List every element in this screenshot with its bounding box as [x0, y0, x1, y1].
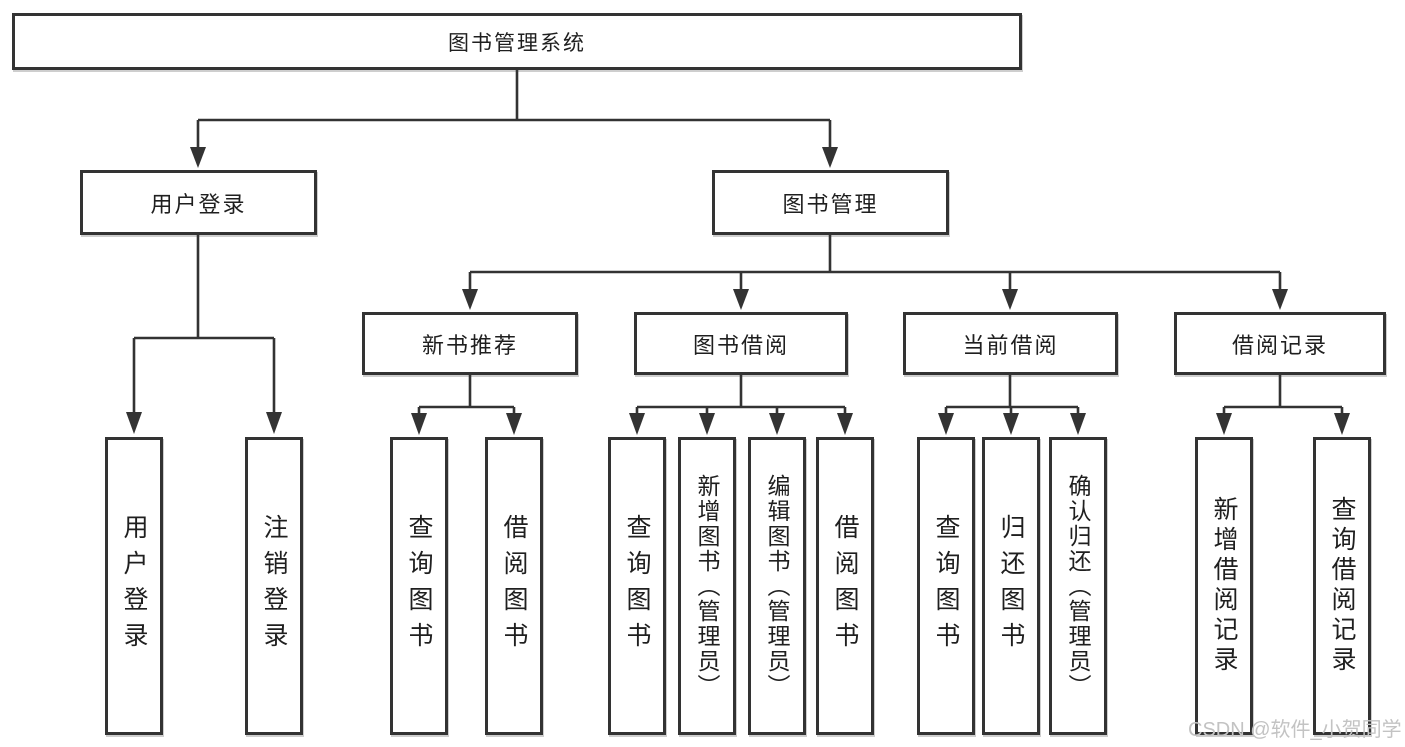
node-label: 查询图书: [623, 514, 651, 658]
connector-root: [196, 70, 832, 150]
node-label: 借阅图书: [831, 514, 859, 658]
node-label: 图书借阅: [692, 332, 789, 358]
leaf-edit-book-admin: 编辑图书（管理员）: [748, 437, 806, 735]
node-label: 新增图书（管理员）: [694, 473, 720, 699]
node-label: 归还图书: [997, 514, 1025, 658]
node-label: 借阅记录: [1231, 332, 1328, 358]
connector-current-borrow: [944, 375, 1080, 416]
connector-borrow-records: [1222, 375, 1344, 416]
node-system-root: 图书管理系统: [12, 13, 1022, 70]
node-label: 查询图书: [405, 514, 433, 658]
node-label: 图书管理: [782, 191, 879, 217]
node-book-borrow: 图书借阅: [634, 312, 848, 375]
watermark: CSDN @软件_小贺同学: [1188, 719, 1402, 741]
connector-book-management: [468, 235, 1282, 292]
node-book-management: 图书管理: [712, 170, 949, 235]
leaf-borrow-book-2: 借阅图书: [816, 437, 874, 735]
node-label: 图书管理系统: [448, 31, 586, 55]
leaf-return-book: 归还图书: [982, 437, 1040, 735]
node-label: 用户登录: [150, 191, 247, 217]
leaf-logout: 注销登录: [245, 437, 303, 735]
leaf-user-login: 用户登录: [105, 437, 163, 735]
leaf-query-book-1: 查询图书: [390, 437, 448, 735]
node-current-borrow: 当前借阅: [903, 312, 1118, 375]
node-label: 注销登录: [260, 514, 288, 658]
node-borrow-records: 借阅记录: [1174, 312, 1386, 375]
node-user-login: 用户登录: [80, 170, 317, 235]
connector-new-book: [417, 375, 516, 416]
node-label: 查询图书: [932, 514, 960, 658]
leaf-query-book-3: 查询图书: [917, 437, 975, 735]
leaf-query-borrow-record: 查询借阅记录: [1313, 437, 1371, 735]
node-label: 确认归还（管理员）: [1065, 473, 1091, 699]
leaf-add-book-admin: 新增图书（管理员）: [678, 437, 736, 735]
leaf-borrow-book-1: 借阅图书: [485, 437, 543, 735]
node-label: 新书推荐: [421, 332, 518, 358]
node-label: 查询借阅记录: [1328, 496, 1356, 676]
connector-book-borrow: [635, 375, 847, 416]
arrowheads: [126, 147, 1350, 435]
node-new-book-recommend: 新书推荐: [362, 312, 578, 375]
leaf-add-borrow-record: 新增借阅记录: [1195, 437, 1253, 735]
leaf-confirm-return-admin: 确认归还（管理员）: [1049, 437, 1107, 735]
node-label: 借阅图书: [500, 514, 528, 658]
node-label: 新增借阅记录: [1210, 496, 1238, 676]
connector-user-login: [132, 235, 276, 414]
node-label: 用户登录: [120, 514, 148, 658]
leaf-query-book-2: 查询图书: [608, 437, 666, 735]
node-label: 当前借阅: [962, 332, 1059, 358]
node-label: 编辑图书（管理员）: [764, 473, 790, 699]
